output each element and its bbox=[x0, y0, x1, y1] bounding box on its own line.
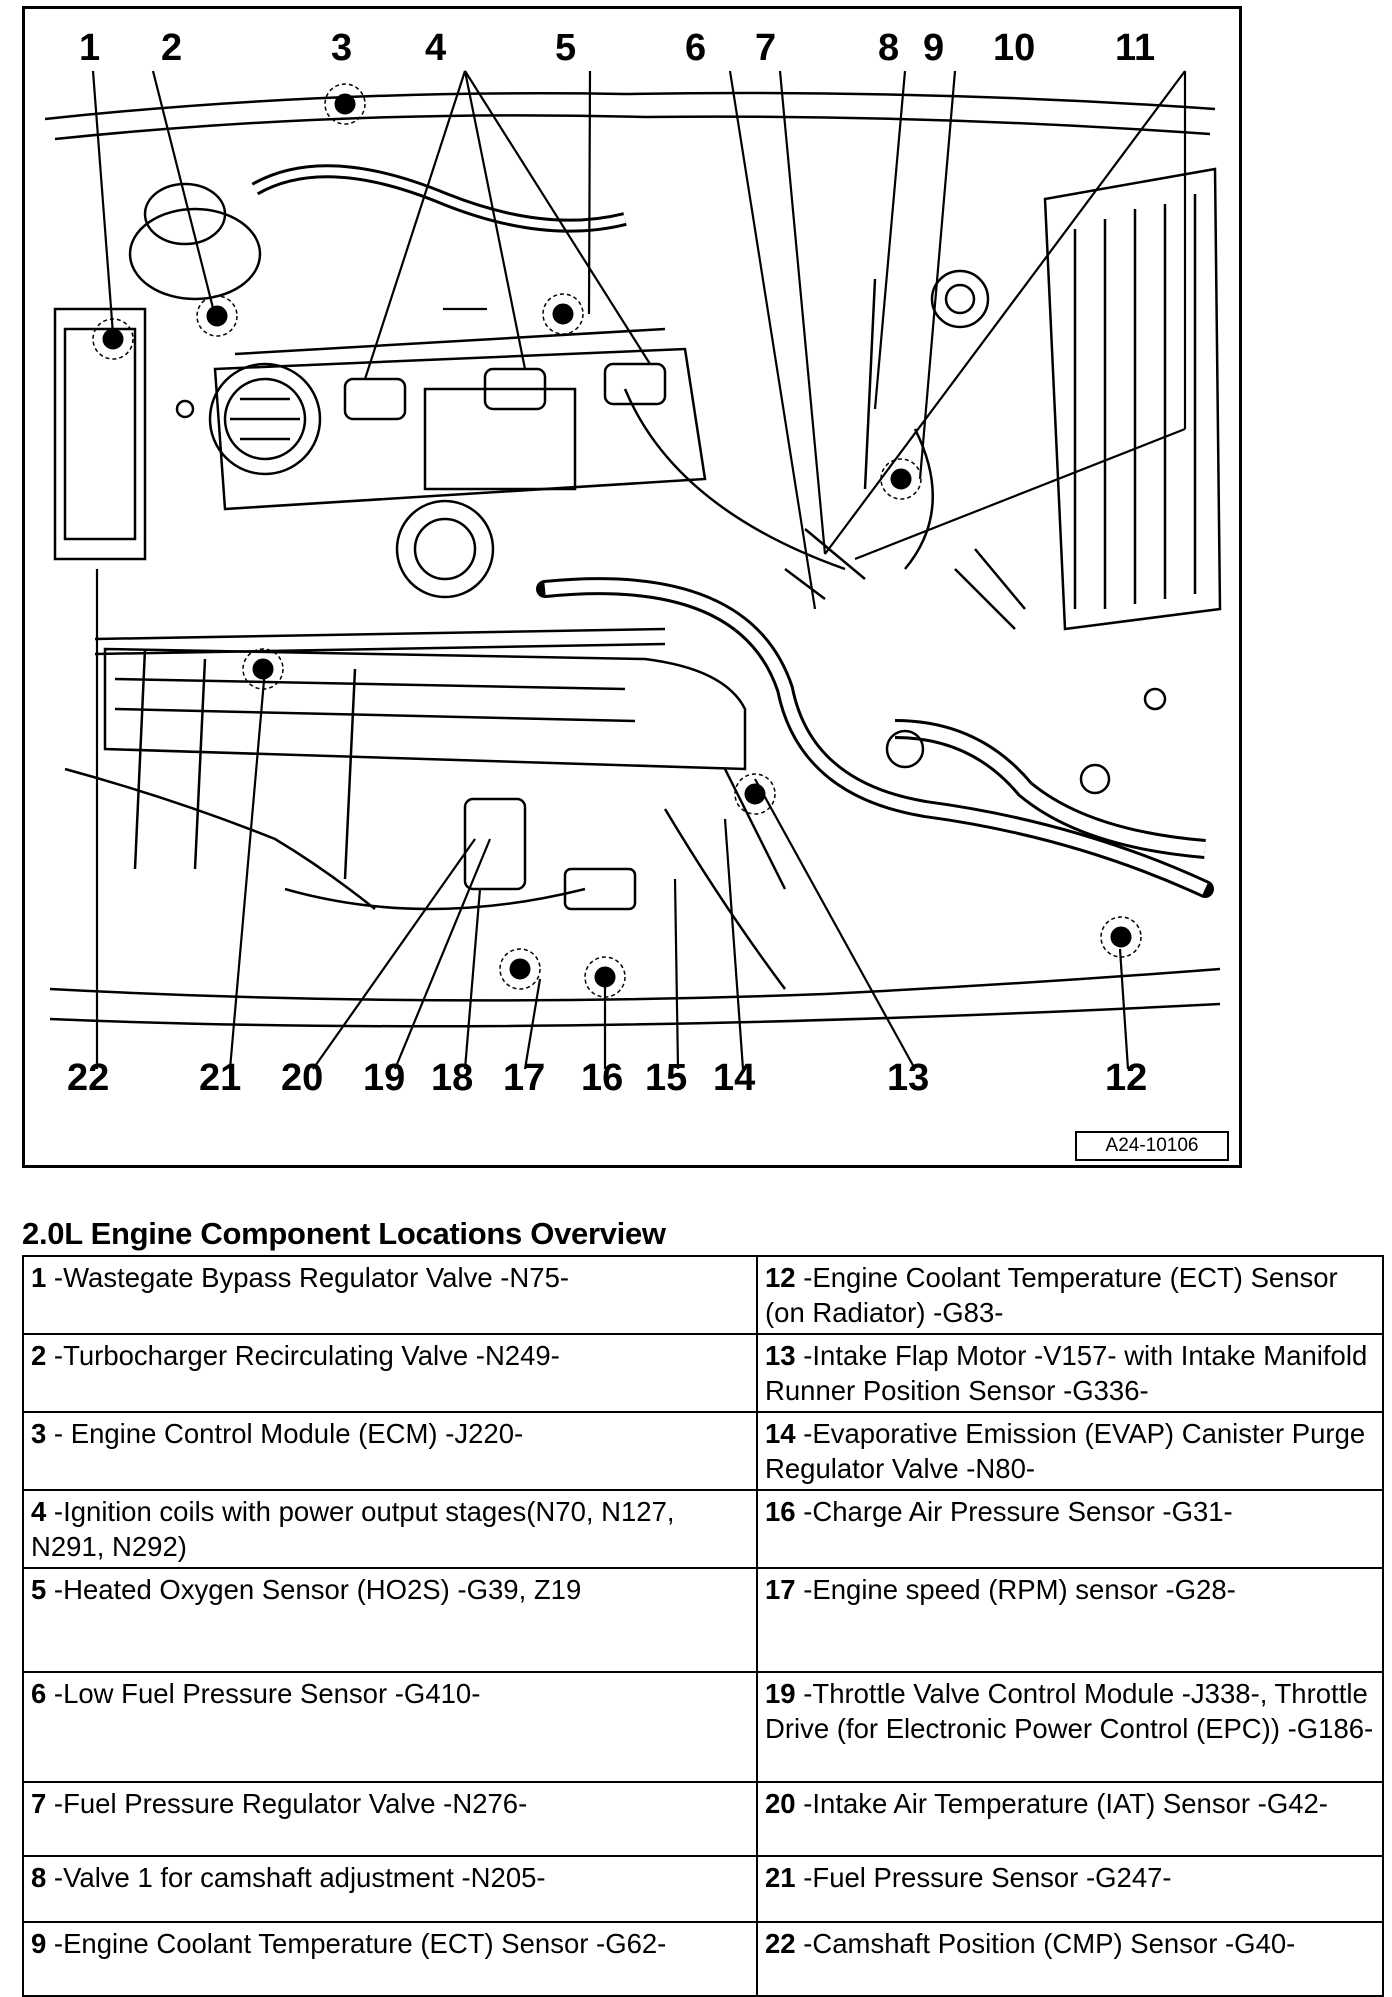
table-row: 7 -Fuel Pressure Regulator Valve -N276- … bbox=[22, 1781, 1384, 1857]
callout-12: 12 bbox=[1105, 1057, 1148, 1099]
legend-cell-12: 12 -Engine Coolant Temperature (ECT) Sen… bbox=[756, 1255, 1384, 1335]
table-row: 2 -Turbocharger Recirculating Valve -N24… bbox=[22, 1333, 1384, 1413]
table-row: 8 -Valve 1 for camshaft adjustment -N205… bbox=[22, 1855, 1384, 1923]
callout-19: 19 bbox=[363, 1057, 406, 1099]
callout-16: 16 bbox=[581, 1057, 624, 1099]
legend-cell-21: 21 -Fuel Pressure Sensor -G247- bbox=[756, 1855, 1384, 1923]
table-row: 3 - Engine Control Module (ECM) -J220- 1… bbox=[22, 1411, 1384, 1491]
legend-cell-16: 16 -Charge Air Pressure Sensor -G31- bbox=[756, 1489, 1384, 1569]
table-row: 4 -Ignition coils with power output stag… bbox=[22, 1489, 1384, 1569]
legend-cell-14: 14 -Evaporative Emission (EVAP) Canister… bbox=[756, 1411, 1384, 1491]
legend-cell-8: 8 -Valve 1 for camshaft adjustment -N205… bbox=[22, 1855, 758, 1923]
callout-17: 17 bbox=[503, 1057, 546, 1099]
legend-cell-7: 7 -Fuel Pressure Regulator Valve -N276- bbox=[22, 1781, 758, 1857]
callout-6: 6 bbox=[685, 27, 707, 69]
callout-14: 14 bbox=[713, 1057, 756, 1099]
overview-title: 2.0L Engine Component Locations Overview bbox=[22, 1216, 666, 1251]
callout-8: 8 bbox=[878, 27, 900, 69]
callout-9: 9 bbox=[923, 27, 945, 69]
legend-cell-17: 17 -Engine speed (RPM) sensor -G28- bbox=[756, 1567, 1384, 1673]
callout-7: 7 bbox=[755, 27, 777, 69]
legend-cell-2: 2 -Turbocharger Recirculating Valve -N24… bbox=[22, 1333, 758, 1413]
engine-line-drawing bbox=[44, 70, 1222, 1070]
callout-10: 10 bbox=[993, 27, 1036, 69]
callout-4: 4 bbox=[425, 27, 447, 69]
table-row: 6 -Low Fuel Pressure Sensor -G410- 19 -T… bbox=[22, 1671, 1384, 1783]
callout-1: 1 bbox=[79, 27, 101, 69]
legend-cell-5: 5 -Heated Oxygen Sensor (HO2S) -G39, Z19 bbox=[22, 1567, 758, 1673]
legend-cell-6: 6 -Low Fuel Pressure Sensor -G410- bbox=[22, 1671, 758, 1783]
legend-cell-19: 19 -Throttle Valve Control Module -J338-… bbox=[756, 1671, 1384, 1783]
callout-21: 21 bbox=[199, 1057, 242, 1099]
legend-cell-9: 9 -Engine Coolant Temperature (ECT) Sens… bbox=[22, 1921, 758, 1997]
table-row: 5 -Heated Oxygen Sensor (HO2S) -G39, Z19… bbox=[22, 1567, 1384, 1673]
callout-2: 2 bbox=[161, 27, 183, 69]
legend-cell-20: 20 -Intake Air Temperature (IAT) Sensor … bbox=[756, 1781, 1384, 1857]
callout-5: 5 bbox=[555, 27, 577, 69]
engine-diagram-frame: 1 2 3 4 5 6 7 8 9 10 11 22 21 20 19 18 1… bbox=[22, 6, 1242, 1168]
table-row: 1 -Wastegate Bypass Regulator Valve -N75… bbox=[22, 1255, 1384, 1335]
callout-22: 22 bbox=[67, 1057, 110, 1099]
table-row: 9 -Engine Coolant Temperature (ECT) Sens… bbox=[22, 1921, 1384, 1997]
callout-3: 3 bbox=[331, 27, 353, 69]
component-legend-table: 1 -Wastegate Bypass Regulator Valve -N75… bbox=[22, 1255, 1384, 1997]
legend-cell-22: 22 -Camshaft Position (CMP) Sensor -G40- bbox=[756, 1921, 1384, 1997]
figure-id-label: A24-10106 bbox=[1075, 1131, 1229, 1161]
legend-cell-3: 3 - Engine Control Module (ECM) -J220- bbox=[22, 1411, 758, 1491]
callout-20: 20 bbox=[281, 1057, 324, 1099]
callout-18: 18 bbox=[431, 1057, 474, 1099]
legend-cell-13: 13 -Intake Flap Motor -V157- with Intake… bbox=[756, 1333, 1384, 1413]
legend-cell-4: 4 -Ignition coils with power output stag… bbox=[22, 1489, 758, 1569]
callout-11: 11 bbox=[1115, 27, 1156, 69]
legend-cell-1: 1 -Wastegate Bypass Regulator Valve -N75… bbox=[22, 1255, 758, 1335]
callout-15: 15 bbox=[645, 1057, 688, 1099]
callout-13: 13 bbox=[887, 1057, 930, 1099]
